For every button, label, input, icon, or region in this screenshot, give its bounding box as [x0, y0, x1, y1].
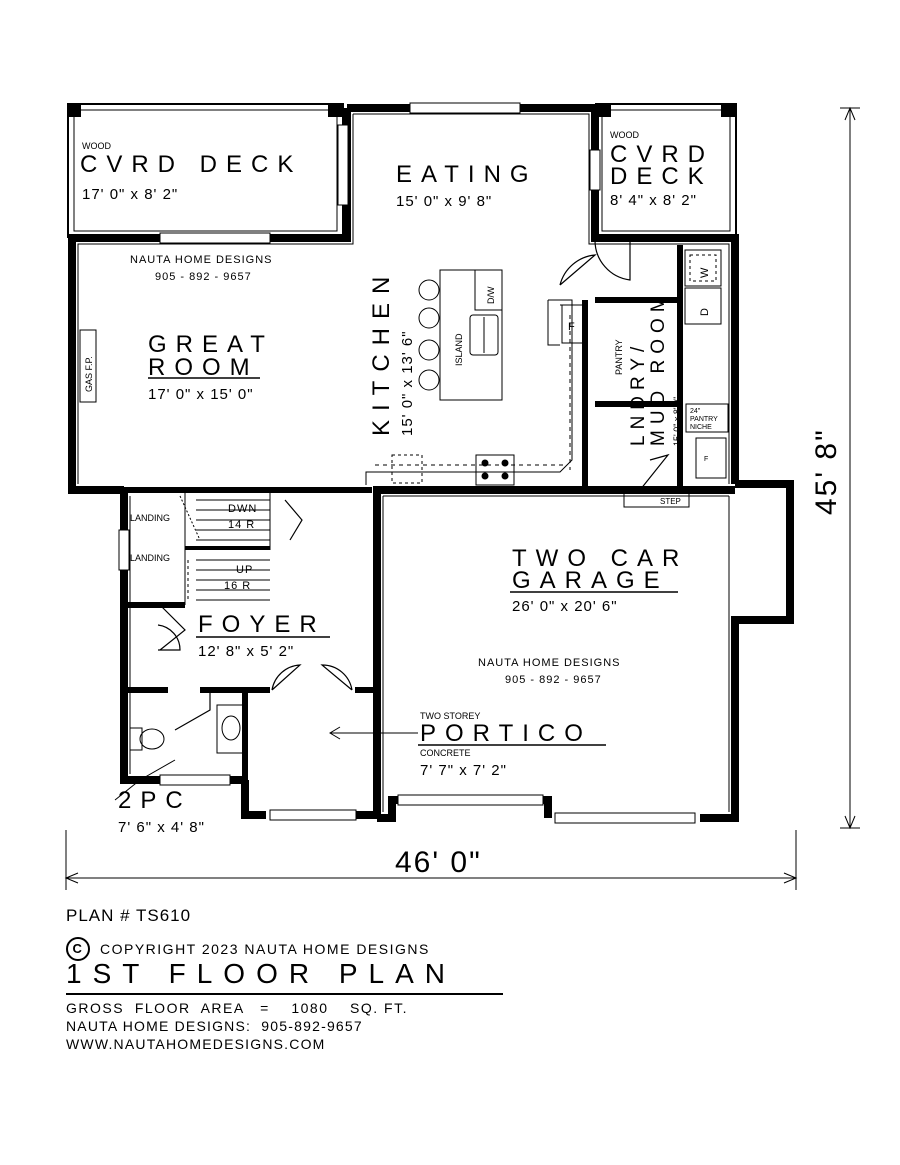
washer-label: W	[699, 267, 711, 278]
eating-label: EATING	[396, 161, 538, 188]
designer-website: WWW.NAUTAHOMEDESIGNS.COM	[66, 1036, 326, 1052]
laundry-fixtures	[623, 249, 729, 508]
fridge-label: F	[568, 321, 576, 333]
landing-upper: LANDING	[130, 513, 170, 523]
island-label: ISLAND	[454, 333, 464, 366]
portico-arrow	[329, 726, 418, 740]
interior-walls	[72, 245, 683, 780]
laundry-label-2: MUD ROOM	[648, 290, 669, 446]
dimension-lines	[64, 106, 860, 890]
deck-left-material: WOOD	[82, 141, 111, 151]
powder-room-fixtures	[129, 704, 246, 754]
designer-phone: NAUTA HOME DESIGNS: 905-892-9657	[66, 1018, 363, 1034]
watermark-upper-1: NAUTA HOME DESIGNS	[130, 254, 272, 266]
watermark-upper-2: 905 - 892 - 9657	[155, 271, 252, 283]
freezer-label: F	[704, 456, 708, 463]
great-room-label-2: ROOM	[148, 354, 259, 381]
deck-left-size: 17' 0" x 8' 2"	[82, 186, 178, 203]
deck-left-label: CVRD DECK	[80, 151, 302, 178]
stair-down-risers: 14 R	[228, 519, 255, 531]
door-swings	[157, 239, 670, 731]
portico-label: PORTICO	[420, 720, 592, 747]
step-label: STEP	[660, 497, 681, 506]
staircase	[179, 490, 271, 605]
wall-inner-lines	[77, 113, 730, 812]
eating-size: 15' 0" x 9' 8"	[396, 193, 492, 210]
powder-room-label: 2PC	[118, 787, 192, 814]
portico-material: CONCRETE	[420, 748, 471, 758]
powder-room-pointer	[114, 759, 176, 801]
laundry-label-1: LNDRY/	[628, 341, 649, 446]
niche-label-1: 24"	[690, 408, 701, 415]
stair-up: UP	[236, 564, 253, 576]
deck-right-size: 8' 4" x 8' 2"	[610, 192, 697, 209]
garage-label-2: GARAGE	[512, 567, 669, 594]
kitchen-size: 15' 0" x 13' 6"	[399, 330, 416, 436]
copyright-line: C COPYRIGHT 2023 NAUTA HOME DESIGNS	[66, 937, 430, 961]
foyer-size: 12' 8" x 5' 2"	[198, 643, 294, 660]
watermark-lower-2: 905 - 892 - 9657	[505, 674, 602, 686]
windows	[118, 102, 696, 824]
portico-prefix: TWO STOREY	[420, 711, 480, 721]
kitchen-fixtures	[365, 269, 586, 486]
title-rule	[66, 993, 503, 995]
garage-size: 26' 0" x 20' 6"	[512, 598, 618, 615]
niche-label-3: NICHE	[690, 424, 712, 431]
great-room-size: 17' 0" x 15' 0"	[148, 386, 254, 403]
gross-floor-area: GROSS FLOOR AREA = 1080 SQ. FT.	[66, 1000, 408, 1016]
powder-room-size: 7' 6" x 4' 8"	[118, 819, 205, 836]
kitchen-label: KITCHEN	[368, 268, 395, 436]
great-room-label-1: GREAT	[148, 331, 274, 358]
plan-number: PLAN # TS610	[66, 906, 192, 925]
deck-right-material: WOOD	[610, 130, 639, 140]
portico-size: 7' 7" x 7' 2"	[420, 762, 507, 779]
stair-down: DWN	[228, 503, 257, 515]
dw-label: D/W	[486, 286, 496, 304]
stair-up-risers: 16 R	[224, 580, 251, 592]
copyright-icon: C	[66, 937, 90, 961]
copyright-text: COPYRIGHT 2023 NAUTA HOME DESIGNS	[100, 941, 430, 957]
dryer-label: D	[699, 307, 711, 316]
deck-right-label-2: DECK	[610, 163, 713, 190]
garage-label-1: TWO CAR	[512, 545, 688, 572]
overall-width: 46' 0"	[395, 846, 482, 879]
laundry-size: 15' 0" x 8' 0"	[672, 397, 682, 446]
niche-label-2: PANTRY	[690, 416, 718, 423]
foyer-label: FOYER	[198, 611, 326, 638]
deck-right-label-1: CVRD	[610, 141, 714, 168]
gas-fireplace	[79, 329, 97, 403]
pantry-label: PANTRY	[614, 339, 624, 375]
landing-lower: LANDING	[130, 553, 170, 563]
gas-fp-label: GAS F.P.	[84, 356, 94, 392]
plan-title: 1ST FLOOR PLAN	[66, 958, 457, 989]
watermark-lower-1: NAUTA HOME DESIGNS	[478, 657, 620, 669]
overall-depth: 45' 8"	[810, 428, 843, 515]
